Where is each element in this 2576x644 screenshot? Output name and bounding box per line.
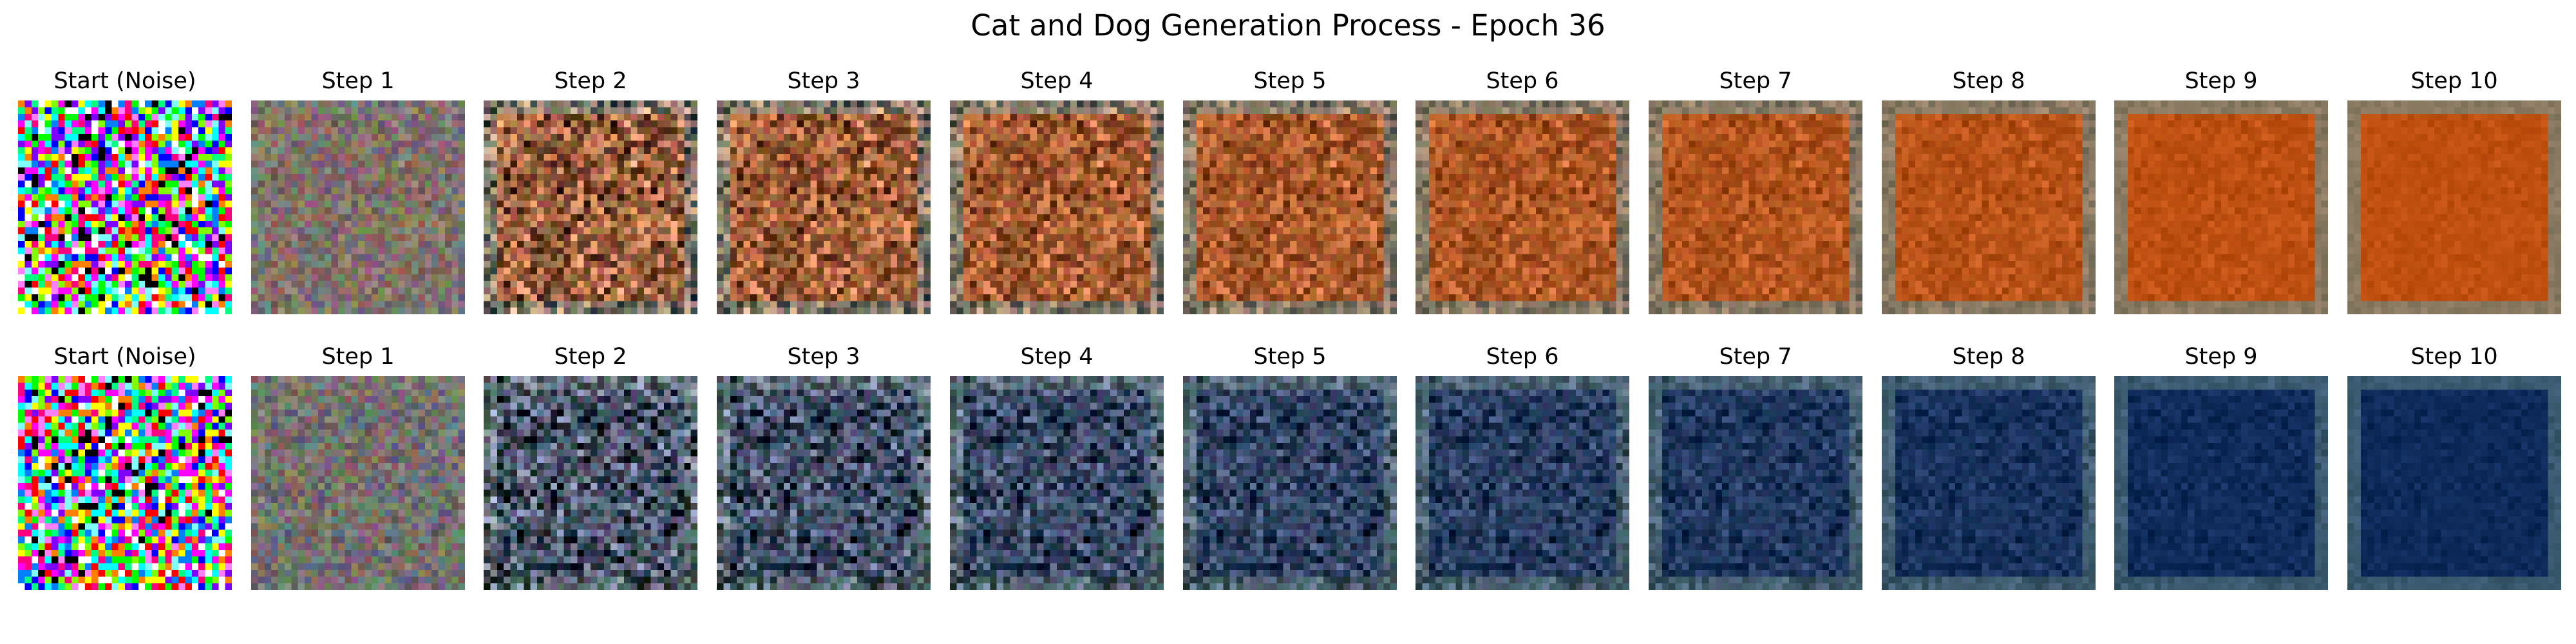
generated-image	[1649, 376, 1862, 590]
dog-step-9: Step 9	[2114, 340, 2328, 617]
cat-step-8: Step 8	[1882, 64, 2096, 341]
dog-step-7: Step 7	[1649, 340, 1862, 617]
step-label: Step 5	[1253, 344, 1327, 370]
generated-image	[717, 376, 931, 590]
step-label: Step 5	[1253, 68, 1327, 94]
step-label: Start (Noise)	[53, 68, 196, 94]
step-label: Step 2	[554, 344, 627, 370]
step-label: Step 7	[1719, 68, 1792, 94]
noise-image	[18, 100, 232, 314]
generated-image	[1416, 100, 1629, 314]
generated-image	[251, 100, 465, 314]
cat-step-7: Step 7	[1649, 64, 1862, 341]
cat-step-9: Step 9	[2114, 64, 2328, 341]
generated-image	[484, 376, 697, 590]
step-label: Step 10	[2410, 68, 2498, 94]
generated-image	[950, 100, 1164, 314]
generated-image	[2347, 376, 2561, 590]
cat-generation-row: Start (Noise) Step 1 Step 2 Step 3 Step 4 Ste…	[0, 64, 2576, 341]
generated-image	[1882, 100, 2096, 314]
generated-image	[251, 376, 465, 590]
dog-step-3: Step 3	[717, 340, 931, 617]
dog-step-6: Step 6	[1416, 340, 1629, 617]
step-label: Step 4	[1020, 68, 1094, 94]
cat-step-10: Step 10	[2347, 64, 2561, 341]
step-label: Step 2	[554, 68, 627, 94]
generated-image	[2347, 100, 2561, 314]
generated-image	[1416, 376, 1629, 590]
dog-step-10: Step 10	[2347, 340, 2561, 617]
dog-step-5: Step 5	[1183, 340, 1397, 617]
generated-image	[950, 376, 1164, 590]
step-label: Step 9	[2184, 344, 2258, 370]
dog-step-2: Step 2	[484, 340, 697, 617]
dog-generation-row: Start (Noise) Step 1 Step 2 Step 3 Step 4 Ste…	[0, 340, 2576, 617]
step-label: Step 8	[1952, 344, 2025, 370]
step-label: Step 7	[1719, 344, 1792, 370]
dog-step-1: Step 1	[251, 340, 465, 617]
generated-image	[1183, 376, 1397, 590]
dog-step-0: Start (Noise)	[18, 340, 232, 617]
step-label: Step 4	[1020, 344, 1094, 370]
noise-image	[18, 376, 232, 590]
generated-image	[1649, 100, 1862, 314]
cat-step-6: Step 6	[1416, 64, 1629, 341]
step-label: Step 6	[1486, 68, 1559, 94]
generated-image	[717, 100, 931, 314]
step-label: Step 9	[2184, 68, 2258, 94]
dog-step-8: Step 8	[1882, 340, 2096, 617]
generated-image	[484, 100, 697, 314]
generated-image	[1882, 376, 2096, 590]
step-label: Step 3	[787, 68, 860, 94]
step-label: Step 3	[787, 344, 860, 370]
step-label: Start (Noise)	[53, 344, 196, 370]
cat-step-0: Start (Noise)	[18, 64, 232, 341]
cat-step-1: Step 1	[251, 64, 465, 341]
figure-title: Cat and Dog Generation Process - Epoch 3…	[971, 8, 1605, 43]
step-label: Step 8	[1952, 68, 2025, 94]
dog-step-4: Step 4	[950, 340, 1164, 617]
generated-image	[2114, 376, 2328, 590]
step-label: Step 1	[321, 68, 395, 94]
cat-step-4: Step 4	[950, 64, 1164, 341]
generated-image	[2114, 100, 2328, 314]
step-label: Step 10	[2410, 344, 2498, 370]
cat-step-5: Step 5	[1183, 64, 1397, 341]
step-label: Step 1	[321, 344, 395, 370]
cat-step-3: Step 3	[717, 64, 931, 341]
step-label: Step 6	[1486, 344, 1559, 370]
generated-image	[1183, 100, 1397, 314]
cat-step-2: Step 2	[484, 64, 697, 341]
